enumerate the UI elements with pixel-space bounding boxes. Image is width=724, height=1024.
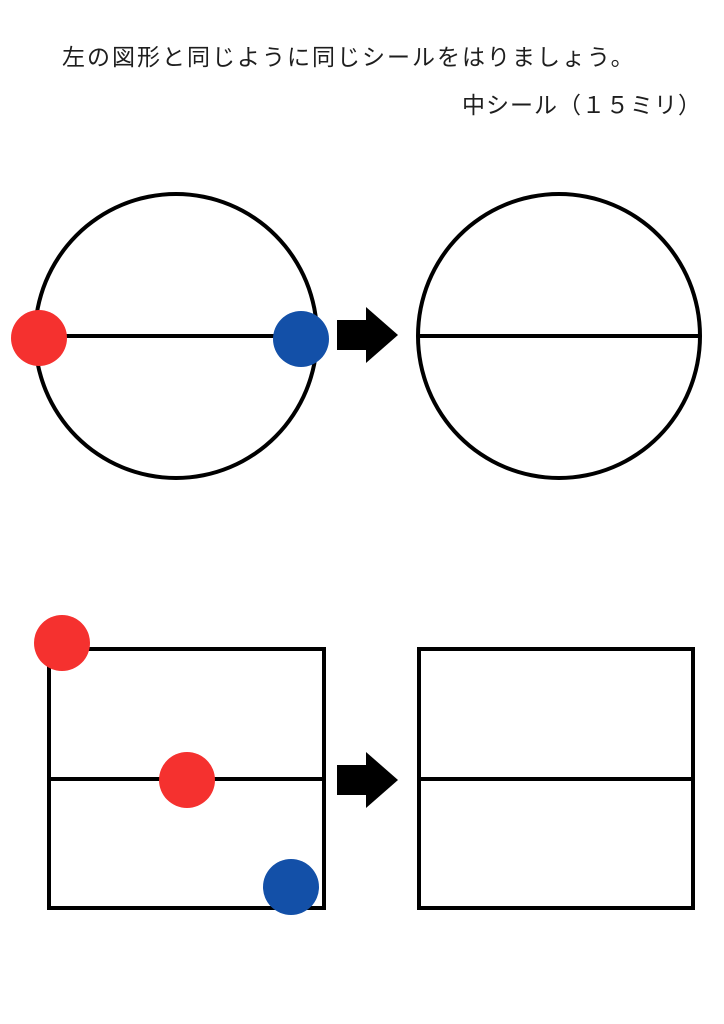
instruction-text: 左の図形と同じように同じシールをはりましょう。 [62, 44, 636, 70]
sticker-size-label: 中シール（１５ミリ） [462, 92, 702, 118]
arrow-head [366, 752, 398, 808]
arrow-shaft [337, 320, 367, 350]
arrow-shaft [337, 765, 367, 795]
arrow-head [366, 307, 398, 363]
red-sticker-middle-line [159, 752, 215, 808]
red-sticker-top-left-corner [34, 615, 90, 671]
answer-rectangle-middle-line [417, 777, 695, 781]
example-circle-diameter-line [36, 334, 320, 338]
answer-circle-diameter-line [420, 334, 698, 338]
answer-circle-outline [416, 192, 702, 480]
red-sticker-line-left-end [11, 310, 67, 366]
blue-sticker-line-right-end [273, 311, 329, 367]
blue-sticker-bottom-edge [263, 859, 319, 915]
